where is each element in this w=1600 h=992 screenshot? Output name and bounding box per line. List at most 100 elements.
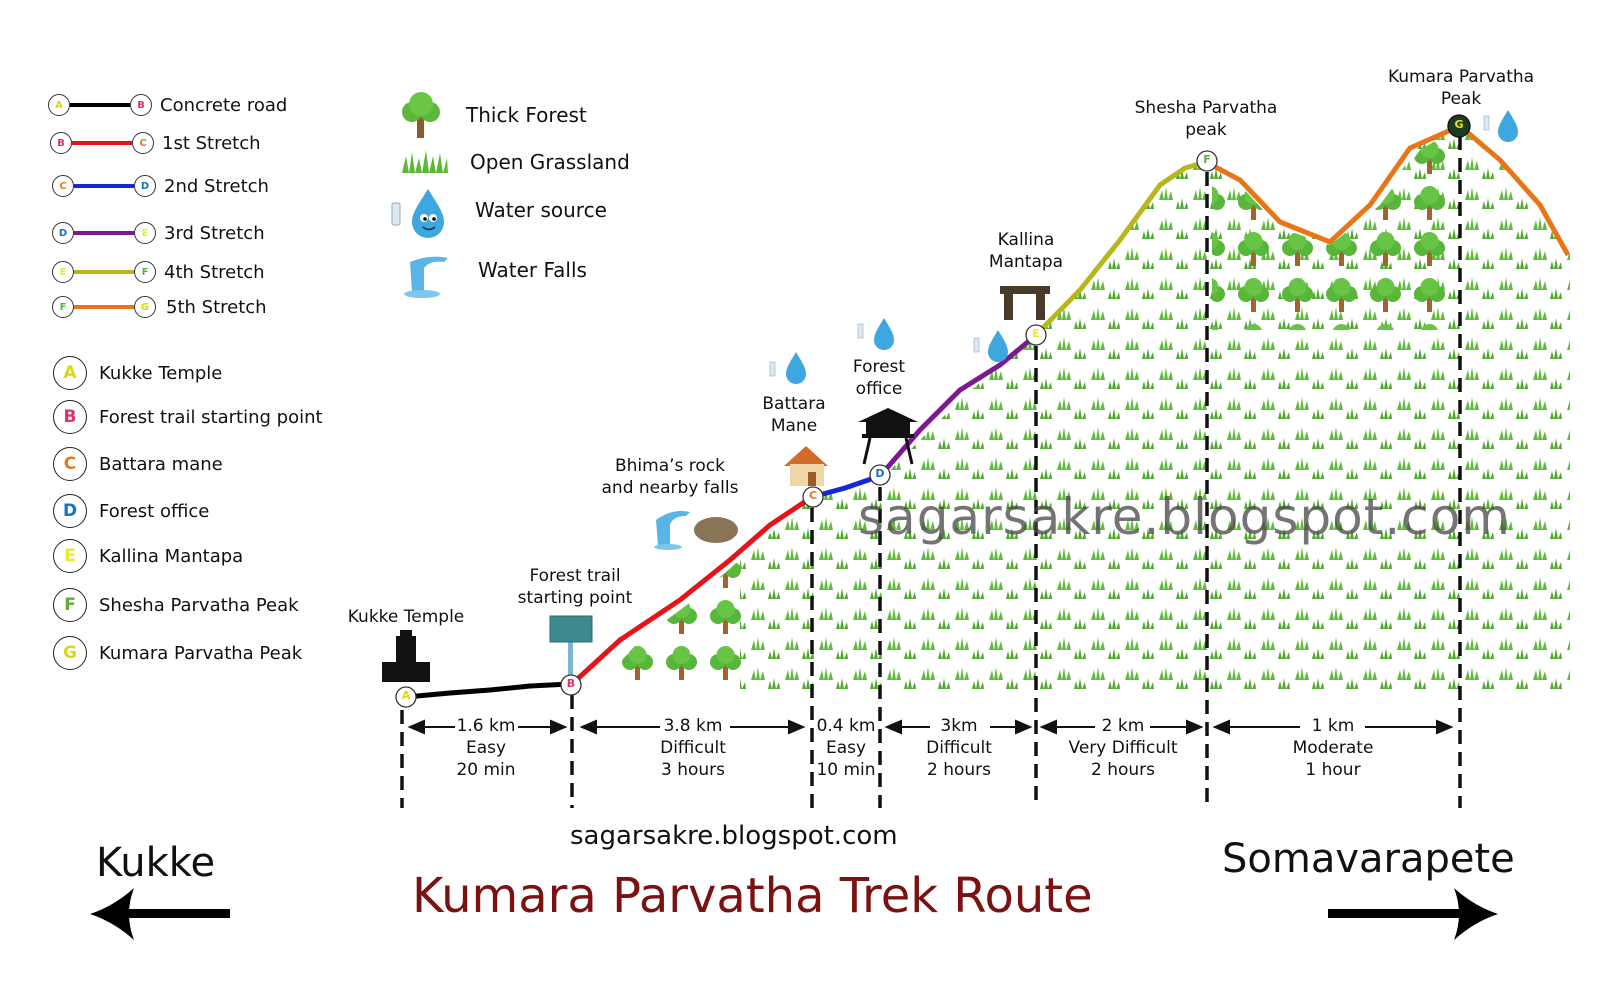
legend-point-d: D Forest office xyxy=(53,494,209,528)
legend-route-label: Concrete road xyxy=(160,94,288,116)
direction-label-left: Kukke xyxy=(96,840,216,886)
forest-area-upper xyxy=(1212,135,1445,330)
marker-letter-c: C xyxy=(808,489,818,502)
legend-point-e: E Kallina Mantapa xyxy=(53,539,243,573)
marker-letter-d: D xyxy=(875,467,885,480)
point-marker-g: G xyxy=(53,636,87,670)
legend-route-3rd: D E 3rd Stretch xyxy=(52,220,265,246)
legend-route-concrete: A B Concrete road xyxy=(48,92,287,118)
route-line-blue xyxy=(74,184,134,188)
waterfall-icon xyxy=(404,256,448,298)
point-marker-d: D xyxy=(52,222,74,244)
marker-letter-a: A xyxy=(401,689,411,702)
route-point-markers xyxy=(395,114,1471,708)
legend-point-f: F Shesha Parvatha Peak xyxy=(53,588,299,622)
point-marker-f: F xyxy=(134,261,156,283)
legend-point-label: Battara mane xyxy=(99,453,223,475)
route-concrete-road xyxy=(405,681,571,700)
route-line-olive xyxy=(74,270,134,274)
water-drop-icon xyxy=(1483,110,1518,142)
water-drop-icon xyxy=(391,189,444,238)
waterfall-icon xyxy=(654,511,690,550)
stone-mantapa-icon xyxy=(1000,286,1050,320)
point-marker-f: F xyxy=(52,296,74,318)
legend-icon-label: Thick Forest xyxy=(466,103,587,127)
rock-icon xyxy=(694,517,738,543)
tree-icon xyxy=(402,92,440,138)
legend-route-label: 2nd Stretch xyxy=(164,175,269,197)
legend-icon-label: Open Grassland xyxy=(470,150,630,174)
legend-point-g: G Kumara Parvatha Peak xyxy=(53,636,302,670)
point-marker-e: E xyxy=(52,261,74,283)
legend-route-4th: E F 4th Stretch xyxy=(52,259,265,285)
temple-icon xyxy=(382,630,430,682)
point-marker-b xyxy=(560,674,582,696)
marker-letter-e: E xyxy=(1032,327,1040,340)
point-marker-a xyxy=(395,686,417,708)
legend-icon-label: Water Falls xyxy=(478,258,587,282)
point-marker-c: C xyxy=(132,132,154,154)
water-drop-icon xyxy=(973,330,1008,362)
legend-point-label: Kukke Temple xyxy=(99,362,223,384)
segment-dividers xyxy=(400,136,1462,808)
legend-point-label: Forest office xyxy=(99,500,210,522)
legend-point-label: Shesha Parvatha Peak xyxy=(99,594,299,616)
page-title: Kumara Parvatha Trek Route xyxy=(412,868,1093,924)
marker-letter-b: B xyxy=(566,677,576,690)
point-marker-g: G xyxy=(134,296,156,318)
route-line-black xyxy=(70,103,130,107)
legend-icon-label: Water source xyxy=(475,198,607,222)
place-label-kukke-temple: Kukke Temple xyxy=(347,607,465,627)
water-drop-icon xyxy=(857,318,894,350)
legend-point-label: Kallina Mantapa xyxy=(99,545,244,567)
route-line-purple xyxy=(74,231,134,235)
point-marker-a: A xyxy=(53,356,87,390)
point-marker-e: E xyxy=(53,539,87,573)
point-marker-b: B xyxy=(50,132,72,154)
forest-area-lower xyxy=(595,555,745,690)
point-marker-c xyxy=(802,486,824,508)
point-marker-d xyxy=(869,464,891,486)
legend-route-5th: F G 5th Stretch xyxy=(52,294,267,320)
point-marker-g xyxy=(1447,114,1471,138)
legend-point-label: Kumara Parvatha Peak xyxy=(99,642,303,664)
point-marker-f: F xyxy=(53,588,87,622)
legend-point-label: Forest trail starting point xyxy=(99,406,323,428)
legend-route-2nd: C D 2nd Stretch xyxy=(52,173,269,199)
legend-point-b: B Forest trail starting point xyxy=(53,400,323,434)
legend-point-a: A Kukke Temple xyxy=(53,356,222,390)
legend-route-1st: B C 1st Stretch xyxy=(50,130,261,156)
point-marker-c: C xyxy=(53,447,87,481)
footer-blog-url: sagarsakre.blogspot.com xyxy=(570,821,898,851)
arrow-right-icon xyxy=(1328,888,1498,940)
route-line-orange xyxy=(74,305,134,309)
marker-letter-g: G xyxy=(1454,118,1464,131)
grass-icon xyxy=(402,150,448,173)
legend-route-label: 1st Stretch xyxy=(162,132,261,154)
point-marker-c: C xyxy=(52,175,74,197)
house-icon xyxy=(784,446,828,486)
point-marker-a: A xyxy=(48,94,70,116)
watchtower-icon xyxy=(858,408,918,465)
legend-route-label: 5th Stretch xyxy=(166,296,267,318)
segment-arrows xyxy=(407,719,1454,735)
point-marker-d: D xyxy=(53,494,87,528)
arrow-left-icon xyxy=(90,888,230,940)
grassland-area xyxy=(740,128,1570,690)
direction-label-right: Somavarapete xyxy=(1222,836,1515,882)
route-line-red xyxy=(72,141,132,145)
signboard-icon xyxy=(549,615,593,680)
legend-route-label: 4th Stretch xyxy=(164,261,265,283)
